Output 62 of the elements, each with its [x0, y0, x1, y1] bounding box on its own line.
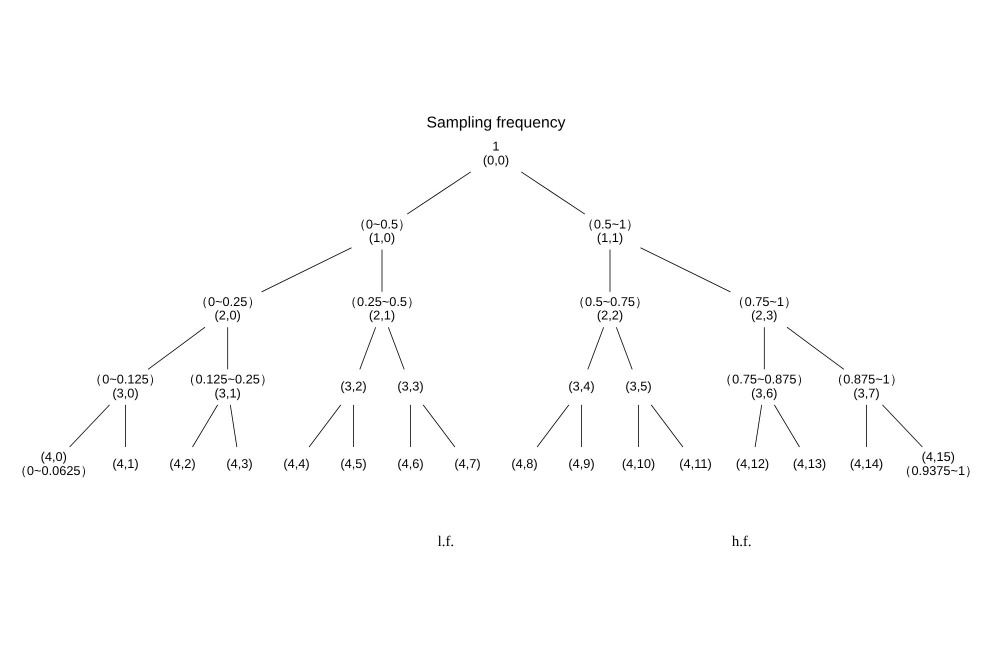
node-text: （0.875~1） (3,7) [830, 371, 903, 400]
connector [308, 404, 342, 447]
connector [422, 404, 456, 447]
connector [650, 404, 684, 447]
connector [754, 404, 762, 447]
node-text: (4,4) [283, 456, 310, 471]
connector [227, 326, 228, 370]
node-text: (4,14) [850, 456, 884, 471]
node-text: (4,3) [226, 456, 253, 471]
connector [410, 404, 411, 447]
connector [125, 404, 126, 447]
connector [866, 404, 867, 447]
node-text: (3,4) [568, 378, 595, 393]
node-text: （0.25~0.5） (2,1) [344, 293, 420, 322]
connector [786, 326, 844, 370]
connector [764, 326, 765, 370]
connector [640, 246, 731, 292]
connector [261, 246, 352, 292]
connector [230, 404, 238, 447]
connector [359, 326, 376, 370]
connector [69, 404, 110, 447]
label: l.f. [438, 533, 454, 550]
connector [581, 404, 582, 447]
node-text: (4,11) [679, 456, 712, 471]
node-text: (4,9) [568, 456, 595, 471]
node-text: (4,8) [511, 456, 538, 471]
node-text: (4,6) [397, 456, 424, 471]
node-text: (4,7) [454, 456, 481, 471]
connector [638, 404, 639, 447]
node-text: （0.5~1） (1,1) [580, 216, 640, 245]
connector [353, 404, 354, 447]
node-text: (3,5) [625, 378, 652, 393]
node-text: (3,3) [397, 378, 424, 393]
diagram-title: Sampling frequency [426, 114, 566, 131]
node-text: （0.75~0.875） (3,6) [719, 371, 810, 400]
node-text: (4,13) [792, 456, 826, 471]
connector [587, 326, 604, 370]
node-text: （0.75~1） (2,3) [732, 293, 798, 322]
connector [192, 404, 218, 447]
node-text: （0.125~0.25） (3,1) [182, 371, 273, 400]
node-text: (4,10) [622, 456, 656, 471]
connector [520, 171, 586, 214]
node-text: （0.5~0.75） (2,2) [572, 293, 648, 322]
connector [388, 326, 405, 370]
label: h.f. [732, 533, 752, 550]
connector [536, 404, 570, 447]
node-text: （0~0.25） (2,0) [194, 293, 260, 322]
connector [774, 404, 800, 447]
node-text: （0~0.125） (3,0) [89, 371, 162, 400]
node-text: (4,15) [922, 448, 955, 464]
node-text: 1 (0,0) [482, 138, 510, 167]
connector [882, 404, 923, 447]
connector [148, 326, 206, 370]
node-text: (4,1) [112, 456, 139, 471]
connector [406, 171, 472, 214]
node-text: (4,2) [169, 456, 196, 471]
node-text: (4,12) [736, 456, 770, 471]
node-text: (3,2) [340, 378, 367, 393]
node-text: （0~0.5） (1,0) [352, 216, 412, 245]
node-text: (4,5) [340, 456, 367, 471]
connector [616, 326, 633, 370]
node-text: (4,0) [40, 448, 67, 464]
